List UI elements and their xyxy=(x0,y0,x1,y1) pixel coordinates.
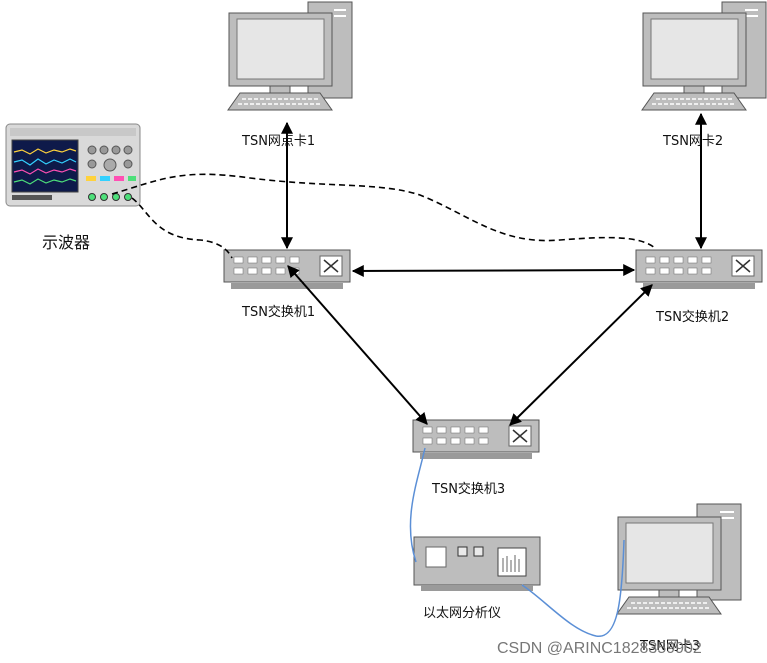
oscilloscope-label: 示波器 xyxy=(42,233,90,252)
link-switch1-switch2 xyxy=(351,264,636,277)
switch1-icon xyxy=(223,249,351,289)
link-switch1-switch3 xyxy=(287,265,428,425)
switch1-label: TSN交换机1 xyxy=(241,304,315,320)
switch2-label: TSN交换机2 xyxy=(655,309,729,325)
watermark-text: CSDN @ARINC1828359902 xyxy=(497,640,702,657)
analyzer-label: 以太网分析仪 xyxy=(423,606,501,621)
pc2-label: TSN网卡2 xyxy=(662,134,723,149)
cable-analyzer-pc3 xyxy=(521,539,625,637)
cable-switch3-analyzer xyxy=(409,447,426,563)
probe-cable-switch2 xyxy=(111,173,656,249)
pc3-computer-icon xyxy=(616,503,742,615)
switch3-icon xyxy=(412,419,540,459)
ethernet-analyzer-icon xyxy=(413,536,541,591)
oscilloscope-icon xyxy=(5,123,141,207)
pc1-computer-icon xyxy=(227,1,353,111)
pc2-computer-icon xyxy=(641,1,767,111)
switch3-label: TSN交换机3 xyxy=(431,481,505,497)
link-switch2-switch3 xyxy=(509,284,653,426)
pc3-label: TSN网卡3 xyxy=(639,639,700,654)
pc1-label: TSN网点卡1 xyxy=(241,134,315,149)
switch2-icon xyxy=(635,249,763,289)
probe-cable-switch1 xyxy=(131,197,233,259)
